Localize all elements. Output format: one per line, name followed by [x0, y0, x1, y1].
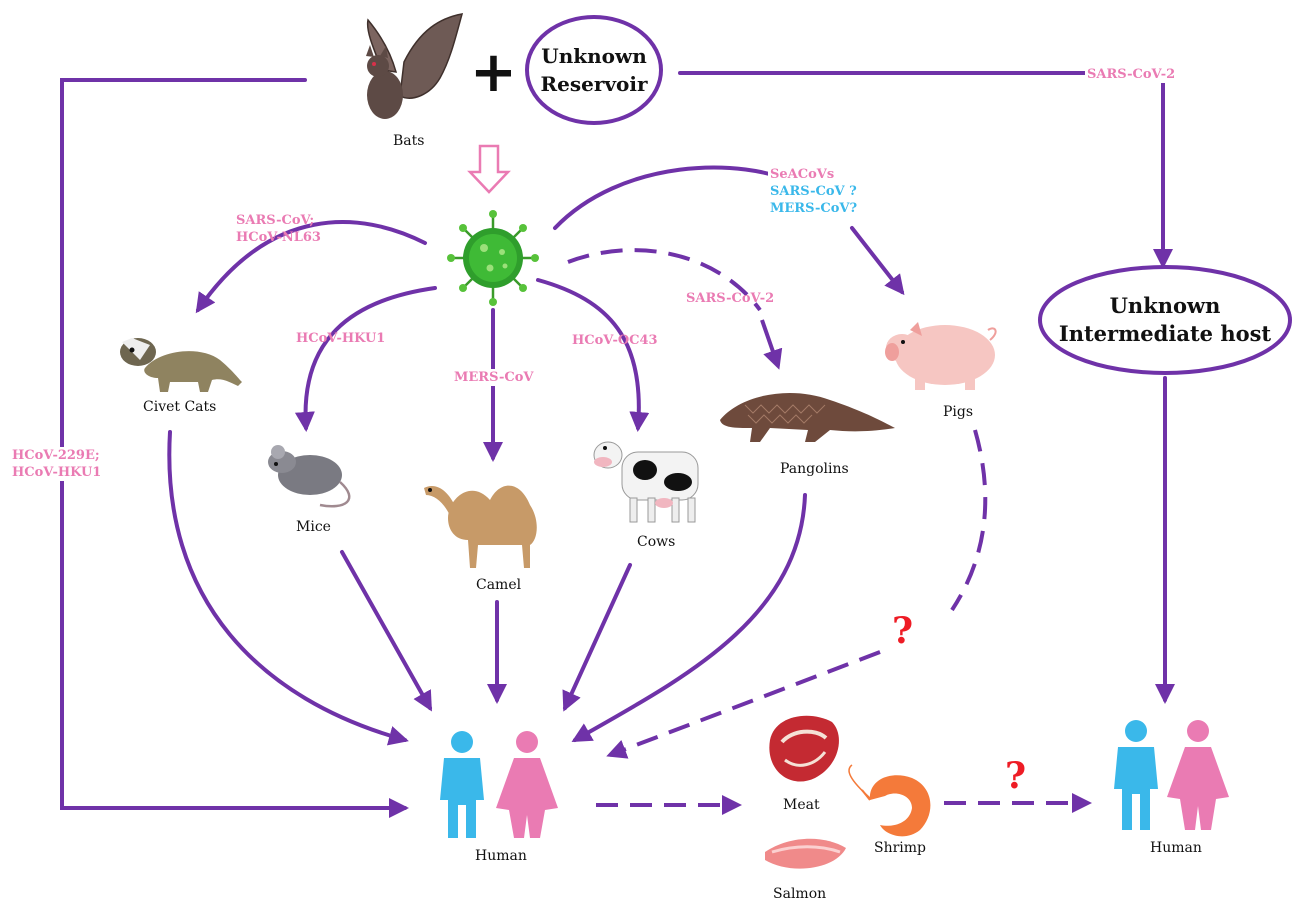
hollow-down-arrow [470, 146, 508, 192]
label-mers-cov-camel: MERS-CoV [452, 369, 535, 386]
shrimp-label: Shrimp [874, 840, 926, 856]
arrow-virus-to-mice [306, 288, 435, 428]
pigs-label: Pigs [943, 404, 973, 420]
label-hcov-hku1-left: HCoV-HKU1 [12, 464, 101, 481]
salmon-icon [765, 839, 846, 869]
label-hcov-oc43: HCoV-OC43 [572, 332, 658, 349]
arrow-virus-to-cows [538, 280, 639, 428]
intermediate-line-2: Intermediate host [1042, 320, 1288, 348]
coronavirus-icon [447, 210, 539, 306]
arrow-pangolins-to-human [575, 495, 805, 740]
salmon-label: Salmon [773, 886, 826, 902]
human-right-label: Human [1150, 840, 1202, 856]
label-sars-cov: SARS-CoV; [236, 212, 321, 229]
camel-label: Camel [476, 577, 521, 593]
civet-cats-label: Civet Cats [143, 399, 216, 415]
intermediate-line-1: Unknown [1042, 292, 1288, 320]
reservoir-line-1: Unknown [527, 42, 661, 70]
label-hcov-229e: HCoV-229E; [12, 447, 101, 464]
bat-icon [366, 14, 462, 119]
meat-icon [769, 716, 839, 782]
pangolin-icon [720, 393, 895, 442]
reservoir-line-2: Reservoir [527, 70, 661, 98]
bats-label: Bats [393, 133, 424, 149]
arrow-cows-to-human [565, 565, 630, 708]
question-mark-pigs: ? [892, 610, 913, 652]
mouse-icon [268, 445, 349, 506]
shrimp-icon [849, 765, 930, 836]
pig-icon [885, 322, 996, 390]
cow-icon [594, 442, 698, 522]
label-sars-cov-2-pangolin: SARS-CoV-2 [686, 290, 774, 307]
label-left-side: HCoV-229E; HCoV-HKU1 [12, 447, 101, 481]
arrow-virus-to-pigs [555, 167, 800, 228]
label-hcov-nl63: HCoV-NL63 [236, 229, 321, 246]
cows-label: Cows [637, 534, 675, 550]
human-right-icon [1114, 720, 1229, 830]
camel-icon [424, 486, 537, 568]
unknown-intermediate-host-text: Unknown Intermediate host [1042, 292, 1288, 348]
human-left-label: Human [475, 848, 527, 864]
human-left-icon [440, 731, 558, 838]
mice-label: Mice [296, 519, 331, 535]
arrow-bats-to-human-left [62, 80, 405, 808]
meat-label: Meat [783, 797, 820, 813]
arrow-pigs-to-human [952, 430, 985, 610]
label-mers-cov-pig: MERS-CoV? [770, 200, 857, 217]
pangolins-label: Pangolins [780, 461, 849, 477]
label-hcov-hku1-mice: HCoV-HKU1 [296, 330, 385, 347]
arrow-pigs-to-human-2 [610, 652, 880, 755]
label-sars-cov-2-top: SARS-CoV-2 [1085, 66, 1177, 83]
label-sars-cov-pig: SARS-CoV ? [770, 183, 857, 200]
arrow-mice-to-human [342, 552, 430, 708]
label-pig-viruses: SeACoVs SARS-CoV ? MERS-CoV? [768, 166, 859, 217]
plus-sign: + [470, 40, 517, 105]
label-seacovs: SeACoVs [770, 166, 857, 183]
question-mark-shrimp: ? [1005, 755, 1026, 797]
label-civet-viruses: SARS-CoV; HCoV-NL63 [236, 212, 321, 246]
arrow-virus-to-pigs-head [852, 228, 902, 292]
civet-cat-icon [120, 338, 242, 392]
unknown-reservoir-text: Unknown Reservoir [527, 42, 661, 98]
arrow-pangolin-head [762, 320, 778, 366]
